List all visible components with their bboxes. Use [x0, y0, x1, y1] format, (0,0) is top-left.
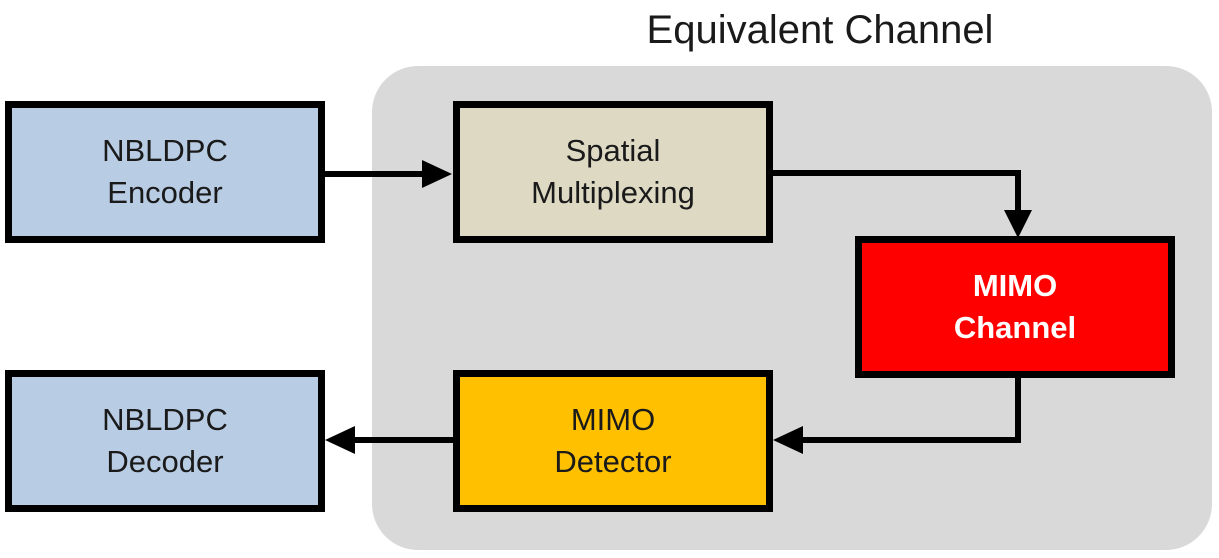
- mimo-detector-label-line2: Detector: [554, 444, 672, 479]
- spatial-multiplexing-block: Spatial Multiplexing: [453, 101, 773, 243]
- nbldpc-decoder-block: NBLDPC Decoder: [5, 370, 325, 512]
- encoder-label-line2: Encoder: [107, 175, 223, 210]
- nbldpc-encoder-block: NBLDPC Encoder: [5, 101, 325, 243]
- mimo-detector-block: MIMO Detector: [453, 370, 773, 512]
- spatial-mux-label-line1: Spatial: [565, 133, 661, 168]
- equivalent-channel-title: Equivalent Channel: [646, 8, 994, 52]
- encoder-label-line1: NBLDPC: [102, 133, 228, 168]
- spatial-mux-label-line2: Multiplexing: [531, 175, 695, 210]
- mimo-detector-label-line1: MIMO: [570, 402, 656, 437]
- decoder-label-line1: NBLDPC: [102, 402, 228, 437]
- mimo-channel-block: MIMO Channel: [855, 236, 1175, 378]
- mimo-channel-label-line1: MIMO: [972, 268, 1058, 303]
- arrowhead-left: [325, 426, 355, 454]
- decoder-label-line2: Decoder: [106, 444, 224, 479]
- mimo-channel-label-line2: Channel: [953, 310, 1077, 345]
